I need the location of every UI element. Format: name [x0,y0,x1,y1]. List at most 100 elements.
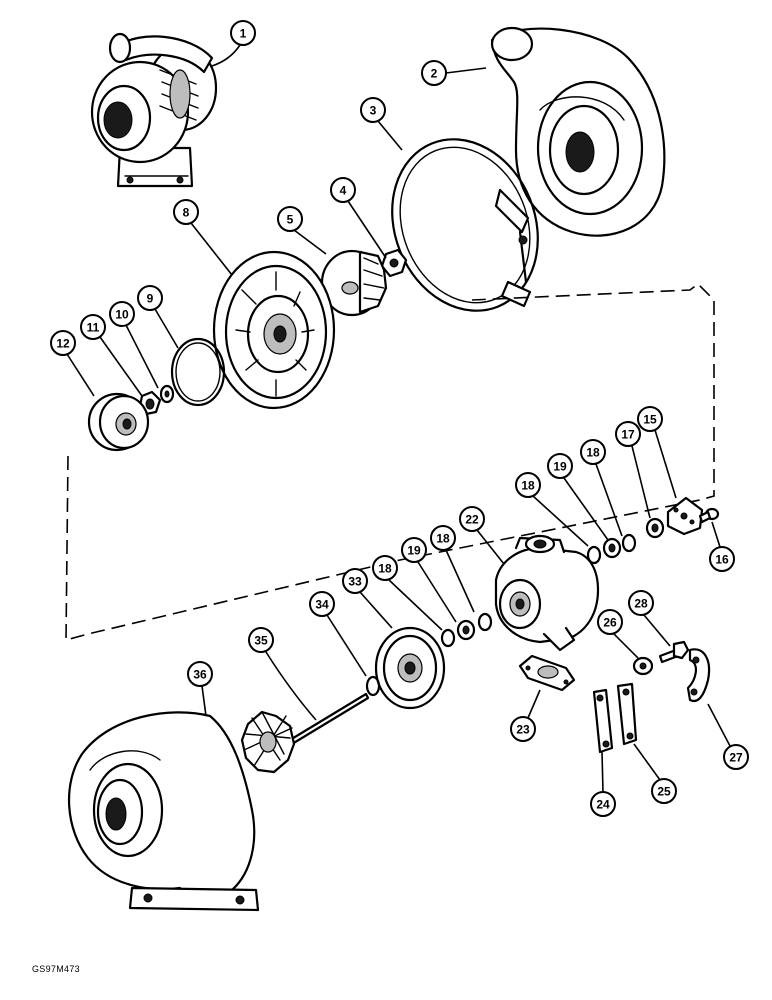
callout-number: 9 [147,292,154,306]
callout-circle [372,555,398,581]
clamp-plate-27 [686,648,711,703]
journal-bearing-lower [456,619,476,641]
callout-leader-line [711,521,721,548]
callout-circle [342,568,368,594]
o-ring [170,337,226,407]
callout-circle [248,627,274,653]
callout-circle [277,206,303,232]
callout-number: 19 [407,544,421,558]
callout-leader-line [359,591,393,629]
compressor-housing [490,26,666,237]
callout-circle [50,330,76,356]
callout-4: 4 [330,177,356,203]
callout-17: 17 [615,421,641,447]
backplate [212,250,336,410]
callout-leader-line [154,308,179,349]
callout-number: 18 [436,532,450,546]
screw [698,507,720,524]
callout-leader-line [532,495,589,547]
gasket [518,654,576,692]
heat-shield [374,626,446,710]
callout-26: 26 [597,609,623,635]
callout-number: 18 [586,446,600,460]
callout-leader-line [125,324,159,389]
callout-circle [430,525,456,551]
callout-number: 4 [340,184,347,198]
callout-15: 15 [637,406,663,432]
callout-circle [637,406,663,432]
callout-number: 34 [315,598,329,612]
callout-circle [580,439,606,465]
journal-bearing-upper [602,537,622,559]
callout-leader-line [563,477,609,541]
turbine-wheel-shaft [240,692,370,774]
callout-circle [421,60,447,86]
turbocharger-assembly [90,32,218,188]
callout-number: 18 [378,562,392,576]
callout-33: 33 [342,568,368,594]
callout-leader-line [66,353,95,397]
turbine-housing [67,711,260,912]
callout-leader-line [595,463,623,537]
callout-layer: 1234589101112151617181918221819183334353… [50,20,749,817]
callout-number: 15 [643,413,657,427]
callout-circle [597,609,623,635]
callout-circle [187,661,213,687]
callout-circle [615,421,641,447]
callout-24: 24 [590,791,616,817]
callout-22: 22 [459,506,485,532]
callout-9: 9 [137,285,163,311]
callout-circle [137,285,163,311]
callout-27: 27 [723,744,749,770]
callout-circle [360,97,386,123]
callout-number: 22 [465,513,479,527]
callout-36: 36 [187,661,213,687]
callout-circle [330,177,356,203]
callout-leader-line [476,529,505,565]
callout-25: 25 [651,778,677,804]
callout-circle [230,20,256,46]
callout-18: 18 [580,439,606,465]
callout-leader-line [211,44,241,67]
callout-number: 3 [370,104,377,118]
callout-circle [709,546,735,572]
retainer-plate [666,496,704,536]
callout-leader-line [190,222,233,276]
callout-leader-line [707,703,731,747]
retaining-ring-upper-b [586,545,602,565]
callout-number: 19 [553,460,567,474]
callout-leader-line [293,229,327,255]
callout-leader-line [326,614,367,677]
piston-ring [365,675,381,697]
callout-number: 23 [516,723,530,737]
callout-19: 19 [401,537,427,563]
seal-plate [87,392,150,452]
callout-circle [109,301,135,327]
callout-leader-line [643,614,671,647]
lock-washer [632,656,654,676]
callout-18: 18 [372,555,398,581]
callout-number: 28 [634,597,648,611]
callout-leader-line [99,336,143,397]
callout-2: 2 [421,60,447,86]
callout-leader-line [631,445,651,519]
callout-circle [510,716,536,742]
callout-number: 11 [87,321,100,335]
callout-28: 28 [628,590,654,616]
callout-23: 23 [510,716,536,742]
callout-number: 25 [657,785,671,799]
retaining-ring-upper-a [621,533,637,553]
callout-34: 34 [309,591,335,617]
callout-number: 10 [115,308,129,322]
callout-circle [628,590,654,616]
callout-number: 5 [287,213,294,227]
callout-19: 19 [547,453,573,479]
callout-35: 35 [248,627,274,653]
callout-circle [401,537,427,563]
callout-number: 36 [193,668,207,682]
drawing-reference-code: GS97M473 [32,964,80,974]
center-housing [494,534,600,652]
bolt [658,640,690,664]
callout-leader-line [613,633,639,659]
